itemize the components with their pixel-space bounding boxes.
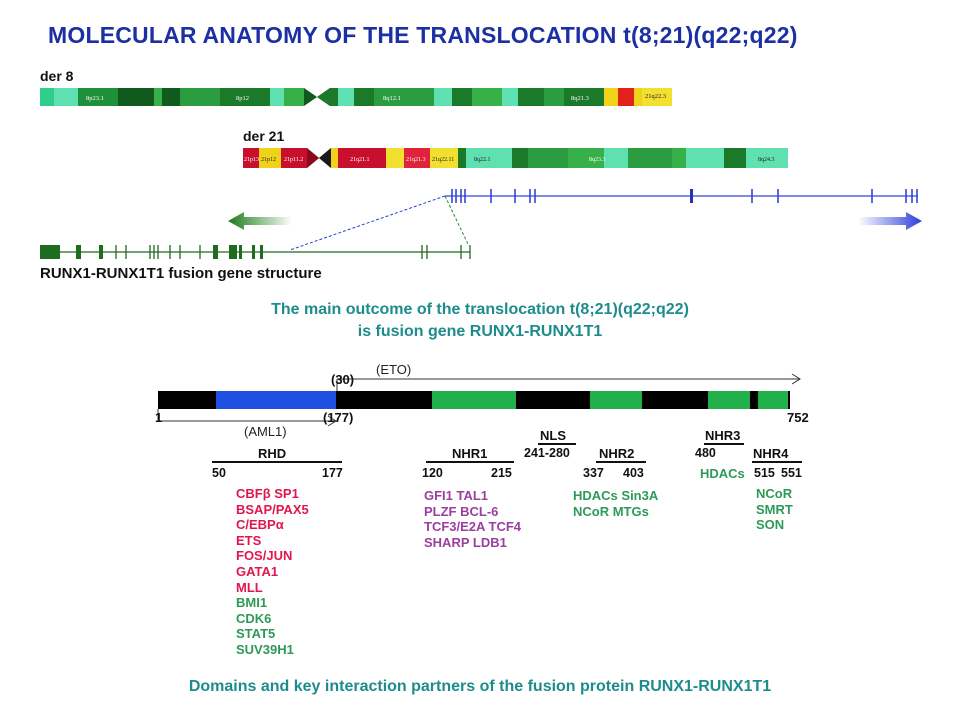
nhr2-partners: HDACs Sin3A NCoR MTGs bbox=[573, 488, 658, 519]
nhr2-end: 403 bbox=[623, 466, 644, 480]
partner-item: PLZF BCL-6 bbox=[424, 503, 499, 519]
partner-item: GFI1 TAL1 bbox=[424, 488, 489, 503]
nhr1-domain bbox=[432, 391, 516, 409]
der21-band-label: 21p13 bbox=[244, 157, 259, 163]
rhd-domain bbox=[216, 391, 336, 409]
page-title: MOLECULAR ANATOMY OF THE TRANSLOCATION t… bbox=[48, 22, 798, 48]
partner-item: SMRT bbox=[756, 501, 793, 517]
protein-start-label: 1 bbox=[155, 410, 163, 425]
partner-item: CDK6 bbox=[236, 610, 272, 626]
outcome-line-2: is fusion gene RUNX1-RUNX1T1 bbox=[357, 323, 603, 340]
nhr3-partners: HDACs bbox=[700, 466, 745, 482]
partner-item: HDACs Sin3A bbox=[573, 488, 659, 503]
nhr1-label: NHR1 bbox=[452, 446, 488, 461]
nhr4-start: 515 bbox=[754, 466, 775, 480]
nls-range: 241-280 bbox=[524, 446, 570, 460]
der21-label: der 21 bbox=[243, 128, 285, 144]
eto-span-arrow bbox=[336, 373, 801, 391]
der21-band-label: 21p11.2 bbox=[284, 157, 303, 163]
aml1-label: (AML1) bbox=[244, 424, 287, 439]
aml1-end-label: (177) bbox=[323, 410, 354, 425]
partner-item: STAT5 bbox=[236, 626, 276, 642]
der21-band-label: 21q21.1 bbox=[350, 157, 370, 163]
fusion-gene-structure bbox=[40, 245, 471, 259]
nhr4-label: NHR4 bbox=[753, 446, 789, 461]
partner-item: CBFβ SP1 bbox=[236, 486, 299, 501]
partner-item: HDACs bbox=[700, 466, 745, 481]
partner-item: ETS bbox=[236, 532, 262, 548]
runx1t1-gene-structure bbox=[445, 189, 918, 203]
partner-item: SON bbox=[756, 517, 785, 533]
der21-band-label: 8q22.1 bbox=[474, 157, 491, 163]
partner-item: MLL bbox=[236, 579, 263, 595]
eto-start-label: (30) bbox=[331, 372, 355, 387]
partner-item: GATA1 bbox=[236, 563, 279, 579]
partner-item: FOS/JUN bbox=[236, 548, 293, 564]
partner-item: BSAP/PAX5 bbox=[236, 501, 309, 517]
nhr1-start: 120 bbox=[422, 466, 443, 480]
nhr4-partners: NCoR SMRT SON bbox=[756, 486, 793, 533]
nhr2-label: NHR2 bbox=[599, 446, 635, 461]
partner-item: SUV39H1 bbox=[236, 641, 294, 657]
nhr3-label: NHR3 bbox=[705, 428, 741, 443]
runx1-direction-arrow bbox=[228, 212, 292, 230]
rhd-start: 50 bbox=[212, 466, 226, 480]
der8-label: der 8 bbox=[40, 68, 74, 84]
partner-item: TCF3/E2A TCF4 bbox=[424, 519, 522, 535]
nhr4-domain bbox=[758, 391, 788, 409]
der21-band-label: 21q21.3 bbox=[406, 157, 426, 163]
nhr1-end: 215 bbox=[491, 466, 512, 480]
nhr4-end: 551 bbox=[781, 466, 802, 480]
der8-chromosome: 8p23.1 8p12 8q12.1 8q21.3 21q22.3 bbox=[40, 88, 672, 106]
nhr3-start: 480 bbox=[695, 446, 716, 460]
der8-band-label: 21q22.3 bbox=[645, 93, 666, 100]
partner-item: BMI1 bbox=[236, 595, 268, 611]
der21-band-label: 21q22.11 bbox=[432, 157, 454, 163]
der21-chromosome: 21p13 21p12 21p11.2 21q21.1 21q21.3 21q2… bbox=[243, 148, 788, 168]
rhd-end: 177 bbox=[322, 466, 343, 480]
nls-label: NLS bbox=[540, 428, 566, 443]
partner-item: C/EBPα bbox=[236, 517, 284, 533]
fusion-protein-bar bbox=[158, 391, 790, 409]
domain-rules bbox=[212, 443, 802, 463]
der8-band-label: 8q21.3 bbox=[571, 95, 589, 102]
protein-end-label: 752 bbox=[787, 410, 809, 425]
nhr1-partners: GFI1 TAL1 PLZF BCL-6 TCF3/E2A TCF4 SHARP… bbox=[424, 488, 521, 550]
fusion-gene-label: RUNX1-RUNX1T1 fusion gene structure bbox=[40, 265, 322, 282]
der8-band-label: 8p12 bbox=[236, 95, 249, 102]
outcome-line-1: The main outcome of the translocation t(… bbox=[271, 301, 689, 318]
nhr3-domain bbox=[708, 391, 750, 409]
rhd-label: RHD bbox=[258, 446, 287, 461]
rhd-partners: CBFβ SP1 BSAP/PAX5 C/EBPα ETS FOS/JUN GA… bbox=[236, 486, 309, 658]
partner-item: NCoR MTGs bbox=[573, 503, 649, 519]
partner-item: SHARP LDB1 bbox=[424, 534, 507, 550]
der21-band-label: 21p12 bbox=[261, 157, 276, 163]
partner-item: NCoR bbox=[756, 486, 793, 501]
eto-label: (ETO) bbox=[376, 362, 412, 377]
runx1t1-direction-arrow bbox=[858, 212, 922, 230]
nhr2-domain bbox=[590, 391, 642, 409]
der8-band-label: 8q12.1 bbox=[383, 95, 401, 102]
der8-band-label: 8p23.1 bbox=[86, 95, 104, 102]
nhr2-start: 337 bbox=[583, 466, 604, 480]
figure-caption: Domains and key interaction partners of … bbox=[188, 678, 772, 695]
fusion-connector-lines bbox=[289, 195, 469, 251]
aml1-span-arrow bbox=[157, 409, 337, 427]
der21-band-label: 8q24.3 bbox=[758, 157, 775, 163]
der21-band-label: 8q23.3 bbox=[589, 157, 606, 163]
